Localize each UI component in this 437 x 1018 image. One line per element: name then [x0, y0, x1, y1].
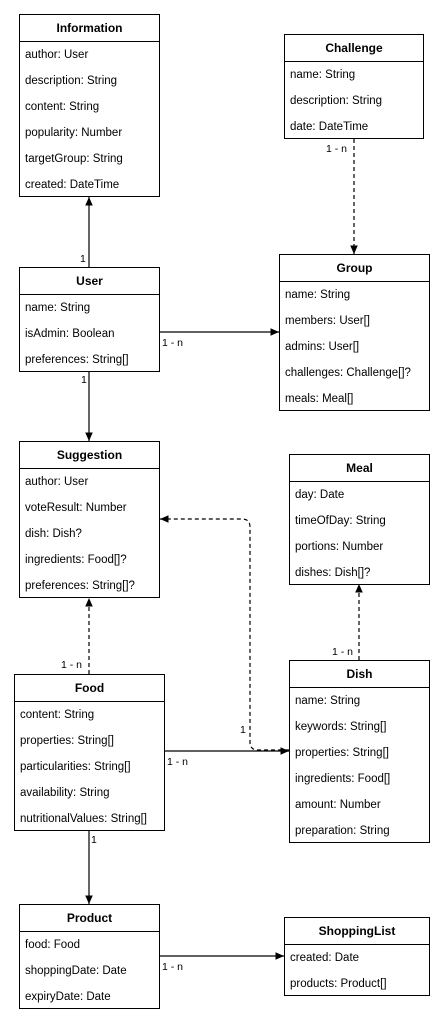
class-attribute: dish: Dish? — [25, 528, 82, 540]
class-attribute: voteResult: Number — [25, 502, 127, 514]
class-information-title: Information — [20, 15, 159, 42]
class-attribute: content: String — [20, 709, 95, 721]
class-product: Product food: Food shoppingDate: Date ex… — [19, 904, 160, 1009]
class-attribute: admins: User[] — [285, 341, 360, 353]
multiplicity-user-information: 1 — [80, 253, 86, 265]
class-attribute: particularities: String[] — [20, 761, 131, 773]
class-challenge: Challenge name: String description: Stri… — [284, 34, 424, 139]
class-meal-title: Meal — [290, 455, 429, 482]
class-group-title: Group — [280, 255, 429, 282]
class-food-title: Food — [15, 675, 164, 702]
class-user: User name: String isAdmin: Boolean prefe… — [19, 267, 160, 372]
edge-dish-suggestion — [160, 515, 289, 751]
class-attribute: name: String — [290, 69, 356, 81]
class-attribute: content: String — [25, 101, 100, 113]
class-attribute: members: User[] — [285, 315, 370, 327]
class-attribute: products: Product[] — [290, 978, 387, 990]
class-attribute: day: Date — [295, 489, 345, 501]
class-attribute: timeOfDay: String — [295, 515, 386, 527]
multiplicity-user-group: 1 - n — [162, 337, 184, 349]
multiplicity-product-shoppinglist: 1 - n — [162, 961, 184, 973]
class-dish-title: Dish — [290, 661, 429, 688]
multiplicity-food-suggestion: 1 - n — [61, 659, 83, 671]
class-attribute: name: String — [295, 695, 361, 707]
class-meal: Meal day: Date timeOfDay: String portion… — [289, 454, 430, 585]
class-attribute: expiryDate: Date — [25, 991, 111, 1003]
class-attribute: popularity: Number — [25, 127, 123, 139]
class-attribute: availability: String — [20, 787, 110, 799]
multiplicity-dish-meal: 1 - n — [332, 646, 354, 658]
class-attribute: name: String — [25, 302, 91, 314]
class-attribute: ingredients: Food[]? — [25, 554, 127, 566]
class-shoppinglist-title: ShoppingList — [285, 918, 429, 945]
class-food: Food content: String properties: String[… — [14, 674, 165, 831]
class-attribute: properties: String[] — [20, 735, 114, 747]
multiplicity-dish-suggestion: 1 — [240, 724, 246, 736]
class-attribute: nutritionalValues: String[] — [20, 813, 147, 825]
class-challenge-title: Challenge — [285, 35, 423, 62]
class-attribute: targetGroup: String — [25, 153, 123, 165]
class-attribute: preparation: String — [295, 825, 390, 837]
class-attribute: amount: Number — [295, 799, 381, 811]
class-attribute: challenges: Challenge[]? — [285, 367, 411, 379]
class-attribute: date: DateTime — [290, 121, 369, 133]
class-suggestion-title: Suggestion — [20, 442, 159, 469]
class-attribute: ingredients: Food[] — [295, 773, 391, 785]
class-attribute: properties: String[] — [295, 747, 389, 759]
class-attribute: description: String — [25, 75, 118, 87]
class-attribute: shoppingDate: Date — [25, 965, 127, 977]
class-attribute: created: Date — [290, 952, 360, 964]
class-product-title: Product — [20, 905, 159, 932]
class-attribute: portions: Number — [295, 541, 384, 553]
class-attribute: meals: Meal[] — [285, 393, 354, 405]
class-information: Information author: User description: St… — [19, 14, 160, 197]
multiplicity-challenge-group: 1 - n — [326, 143, 348, 155]
multiplicity-food-dish: 1 - n — [167, 756, 189, 768]
class-attribute: food: Food — [25, 939, 80, 951]
class-group: Group name: String members: User[] admin… — [279, 254, 430, 411]
class-attribute: created: DateTime — [25, 179, 120, 191]
class-user-title: User — [20, 268, 159, 295]
class-attribute: keywords: String[] — [295, 721, 387, 733]
class-attribute: author: User — [25, 476, 89, 488]
class-suggestion: Suggestion author: User voteResult: Numb… — [19, 441, 160, 598]
class-attribute: preferences: String[] — [25, 354, 129, 366]
class-attribute: author: User — [25, 49, 89, 61]
class-dish: Dish name: String keywords: String[] pro… — [289, 660, 430, 843]
class-shoppinglist: ShoppingList created: Date products: Pro… — [284, 917, 430, 996]
multiplicity-user-suggestion: 1 — [81, 374, 87, 386]
class-attribute: name: String — [285, 289, 351, 301]
class-attribute: isAdmin: Boolean — [25, 328, 115, 340]
class-attribute: description: String — [290, 95, 383, 107]
class-attribute: preferences: String[]? — [25, 580, 135, 592]
class-attribute: dishes: Dish[]? — [295, 567, 371, 579]
multiplicity-food-product: 1 — [91, 834, 97, 846]
